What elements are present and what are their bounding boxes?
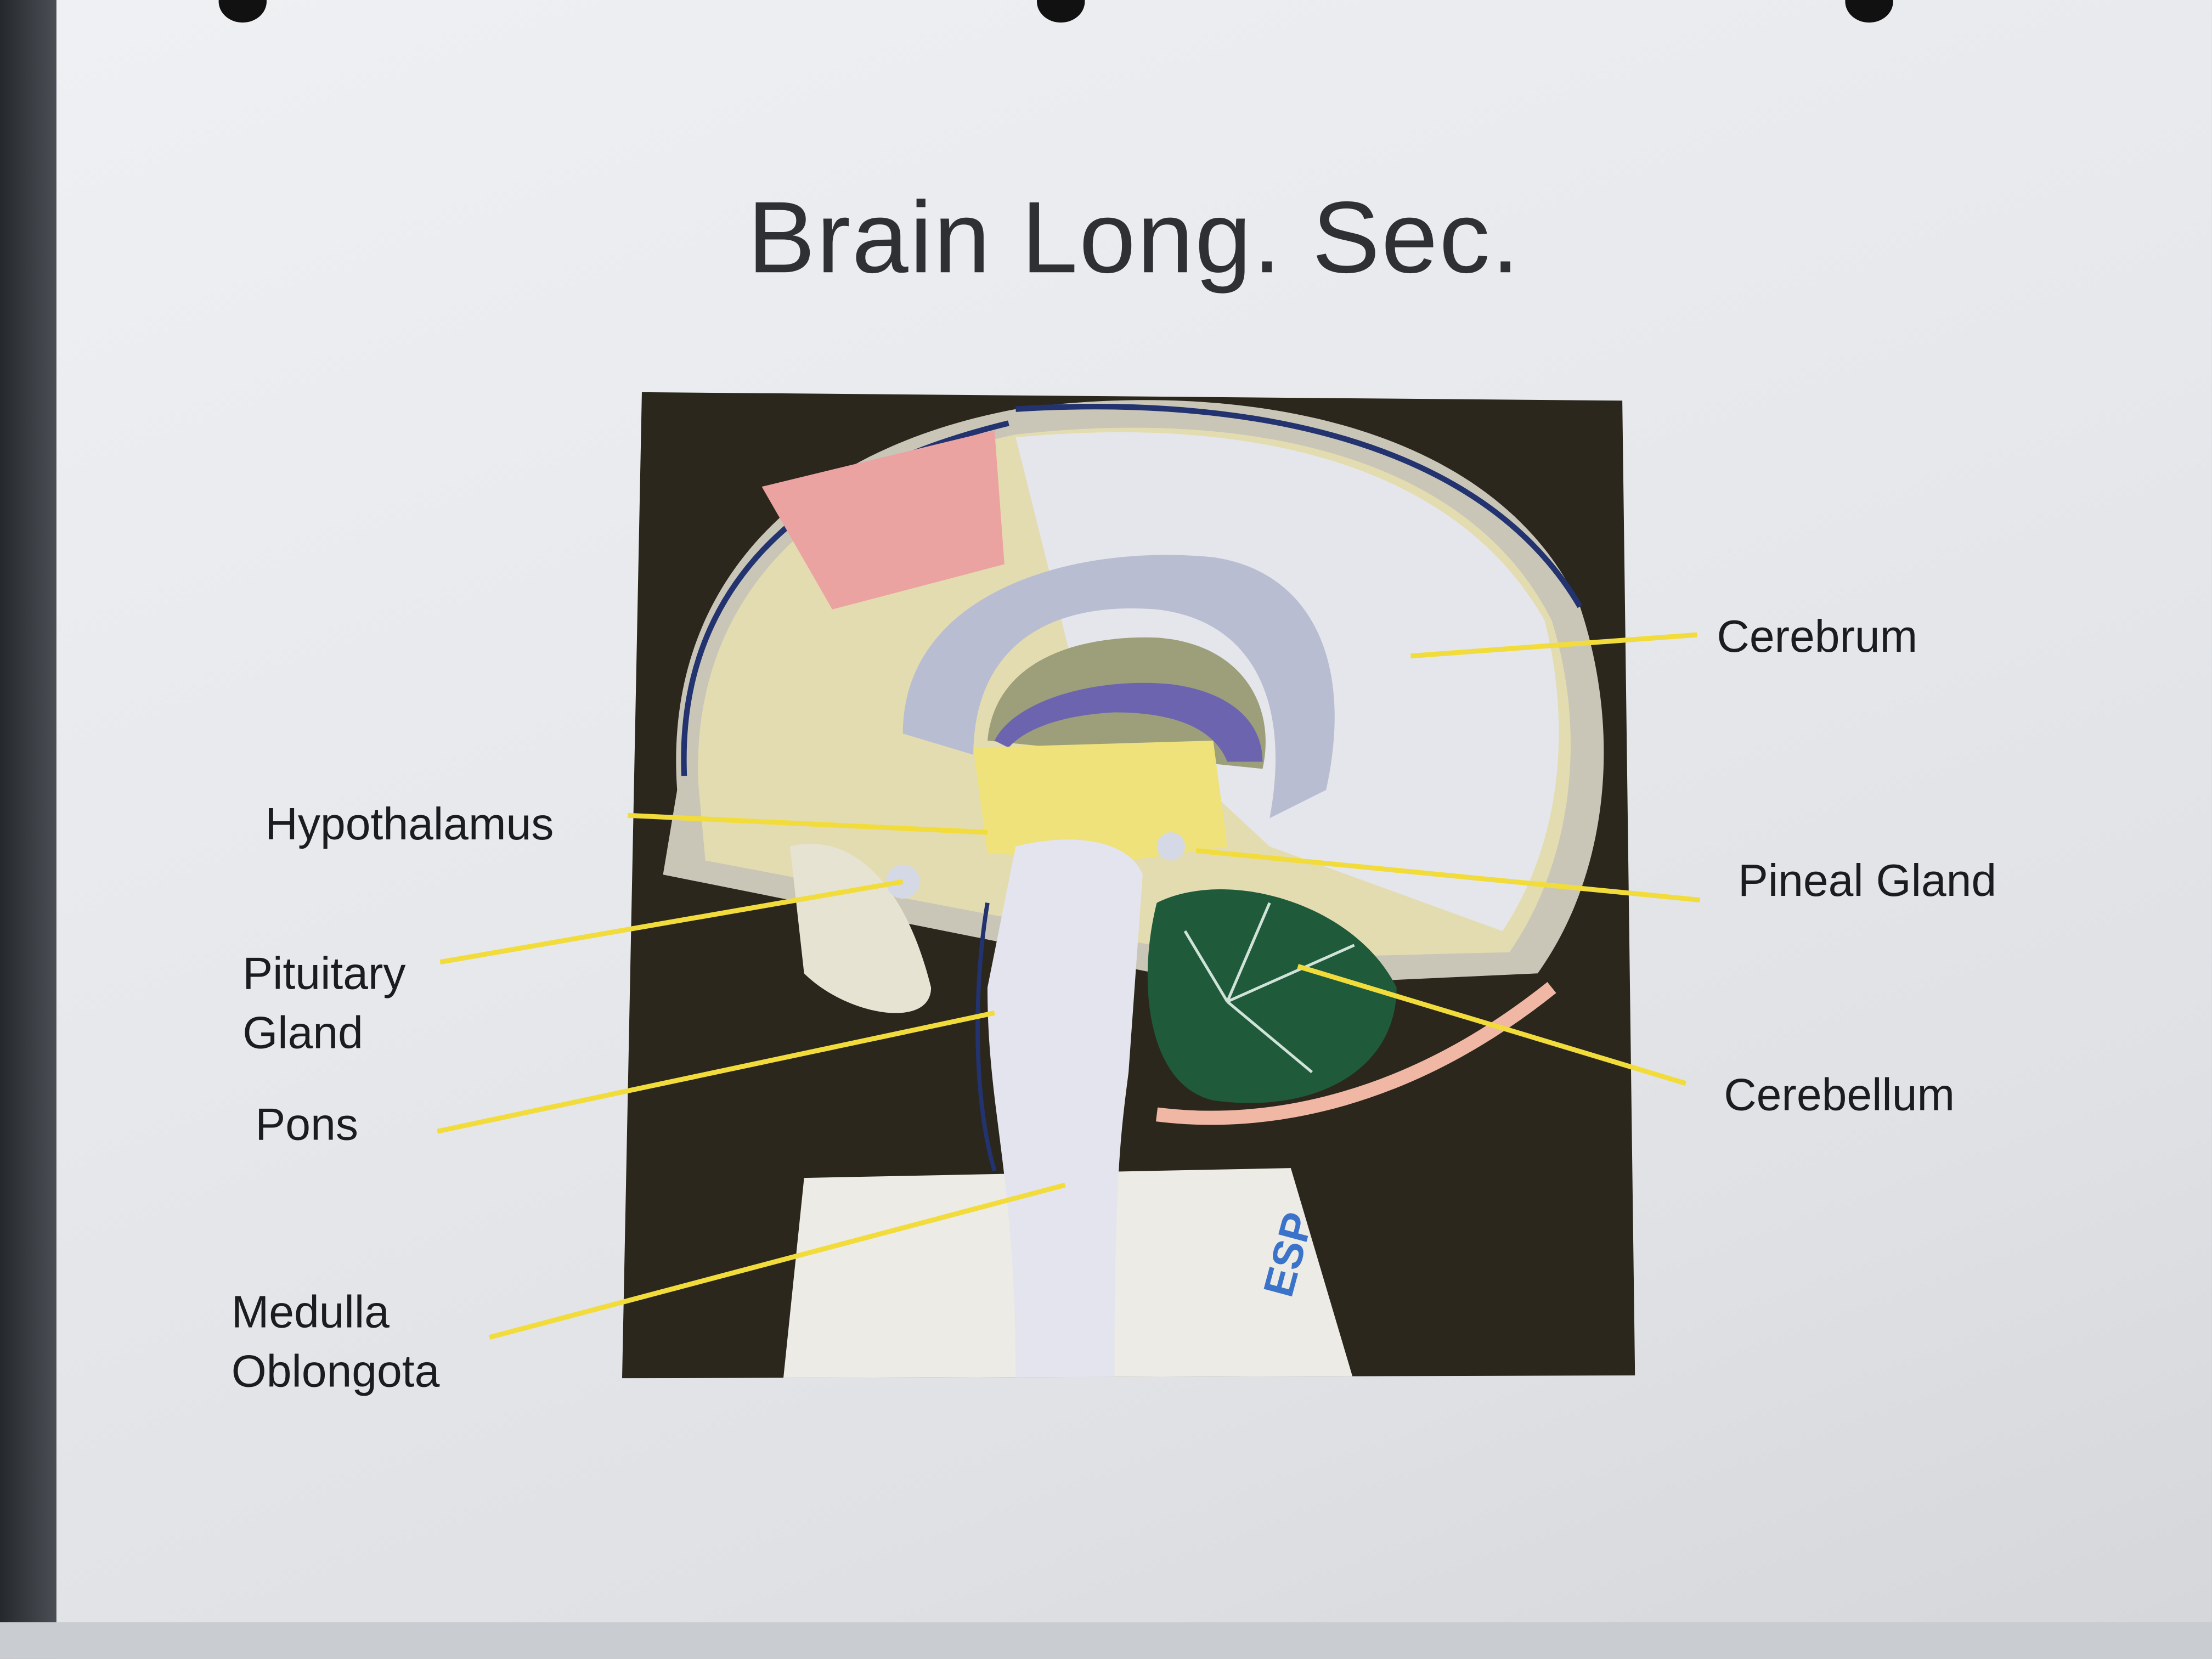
label-pineal-gland: Pineal Gland <box>1737 855 1997 906</box>
label-medulla-line2: Oblongota <box>231 1346 440 1397</box>
label-pituitary-line2: Gland <box>242 1007 363 1058</box>
pointer-pineal <box>1196 848 1700 903</box>
pointer-lines <box>437 632 1700 1340</box>
blood-vessel <box>975 902 997 1172</box>
pointer-pons <box>437 1010 995 1134</box>
corpus-callosum <box>902 555 1335 819</box>
fornix <box>994 682 1263 762</box>
arbor-vitae <box>1183 902 1355 1074</box>
label-cerebellum: Cerebellum <box>1724 1069 1955 1120</box>
pointer-pituitary <box>439 879 904 965</box>
paper-bottom-edge <box>0 1622 2212 1659</box>
pink-cut-section <box>761 430 1005 610</box>
pointer-cerebellum <box>1297 964 1687 1086</box>
pointer-hypothalamus <box>628 812 988 835</box>
cerebellum-model <box>1147 889 1397 1103</box>
label-hypothalamus: Hypothalamus <box>265 798 554 849</box>
page-title: Brain Long. Sec. <box>747 182 1521 295</box>
meninges <box>1155 981 1556 1125</box>
pointer-cerebrum <box>1410 632 1697 659</box>
blood-vessel <box>1015 403 1583 608</box>
sphenoid-sinus <box>789 844 932 1013</box>
pineal-model <box>1156 832 1185 861</box>
pointer-medulla <box>489 1182 1066 1340</box>
label-pituitary-line1: Pituitary <box>242 947 406 999</box>
brainstem <box>987 839 1143 1379</box>
label-cerebrum: Cerebrum <box>1717 611 1918 662</box>
label-pituitary-gland: Pituitary Gland <box>242 944 405 1062</box>
label-medulla-line1: Medulla <box>231 1286 390 1338</box>
label-pons: Pons <box>255 1099 358 1150</box>
binder-edge <box>0 0 57 1659</box>
label-medulla-oblongata: Medulla Oblongota <box>232 1282 440 1401</box>
thalamus <box>973 740 1228 861</box>
